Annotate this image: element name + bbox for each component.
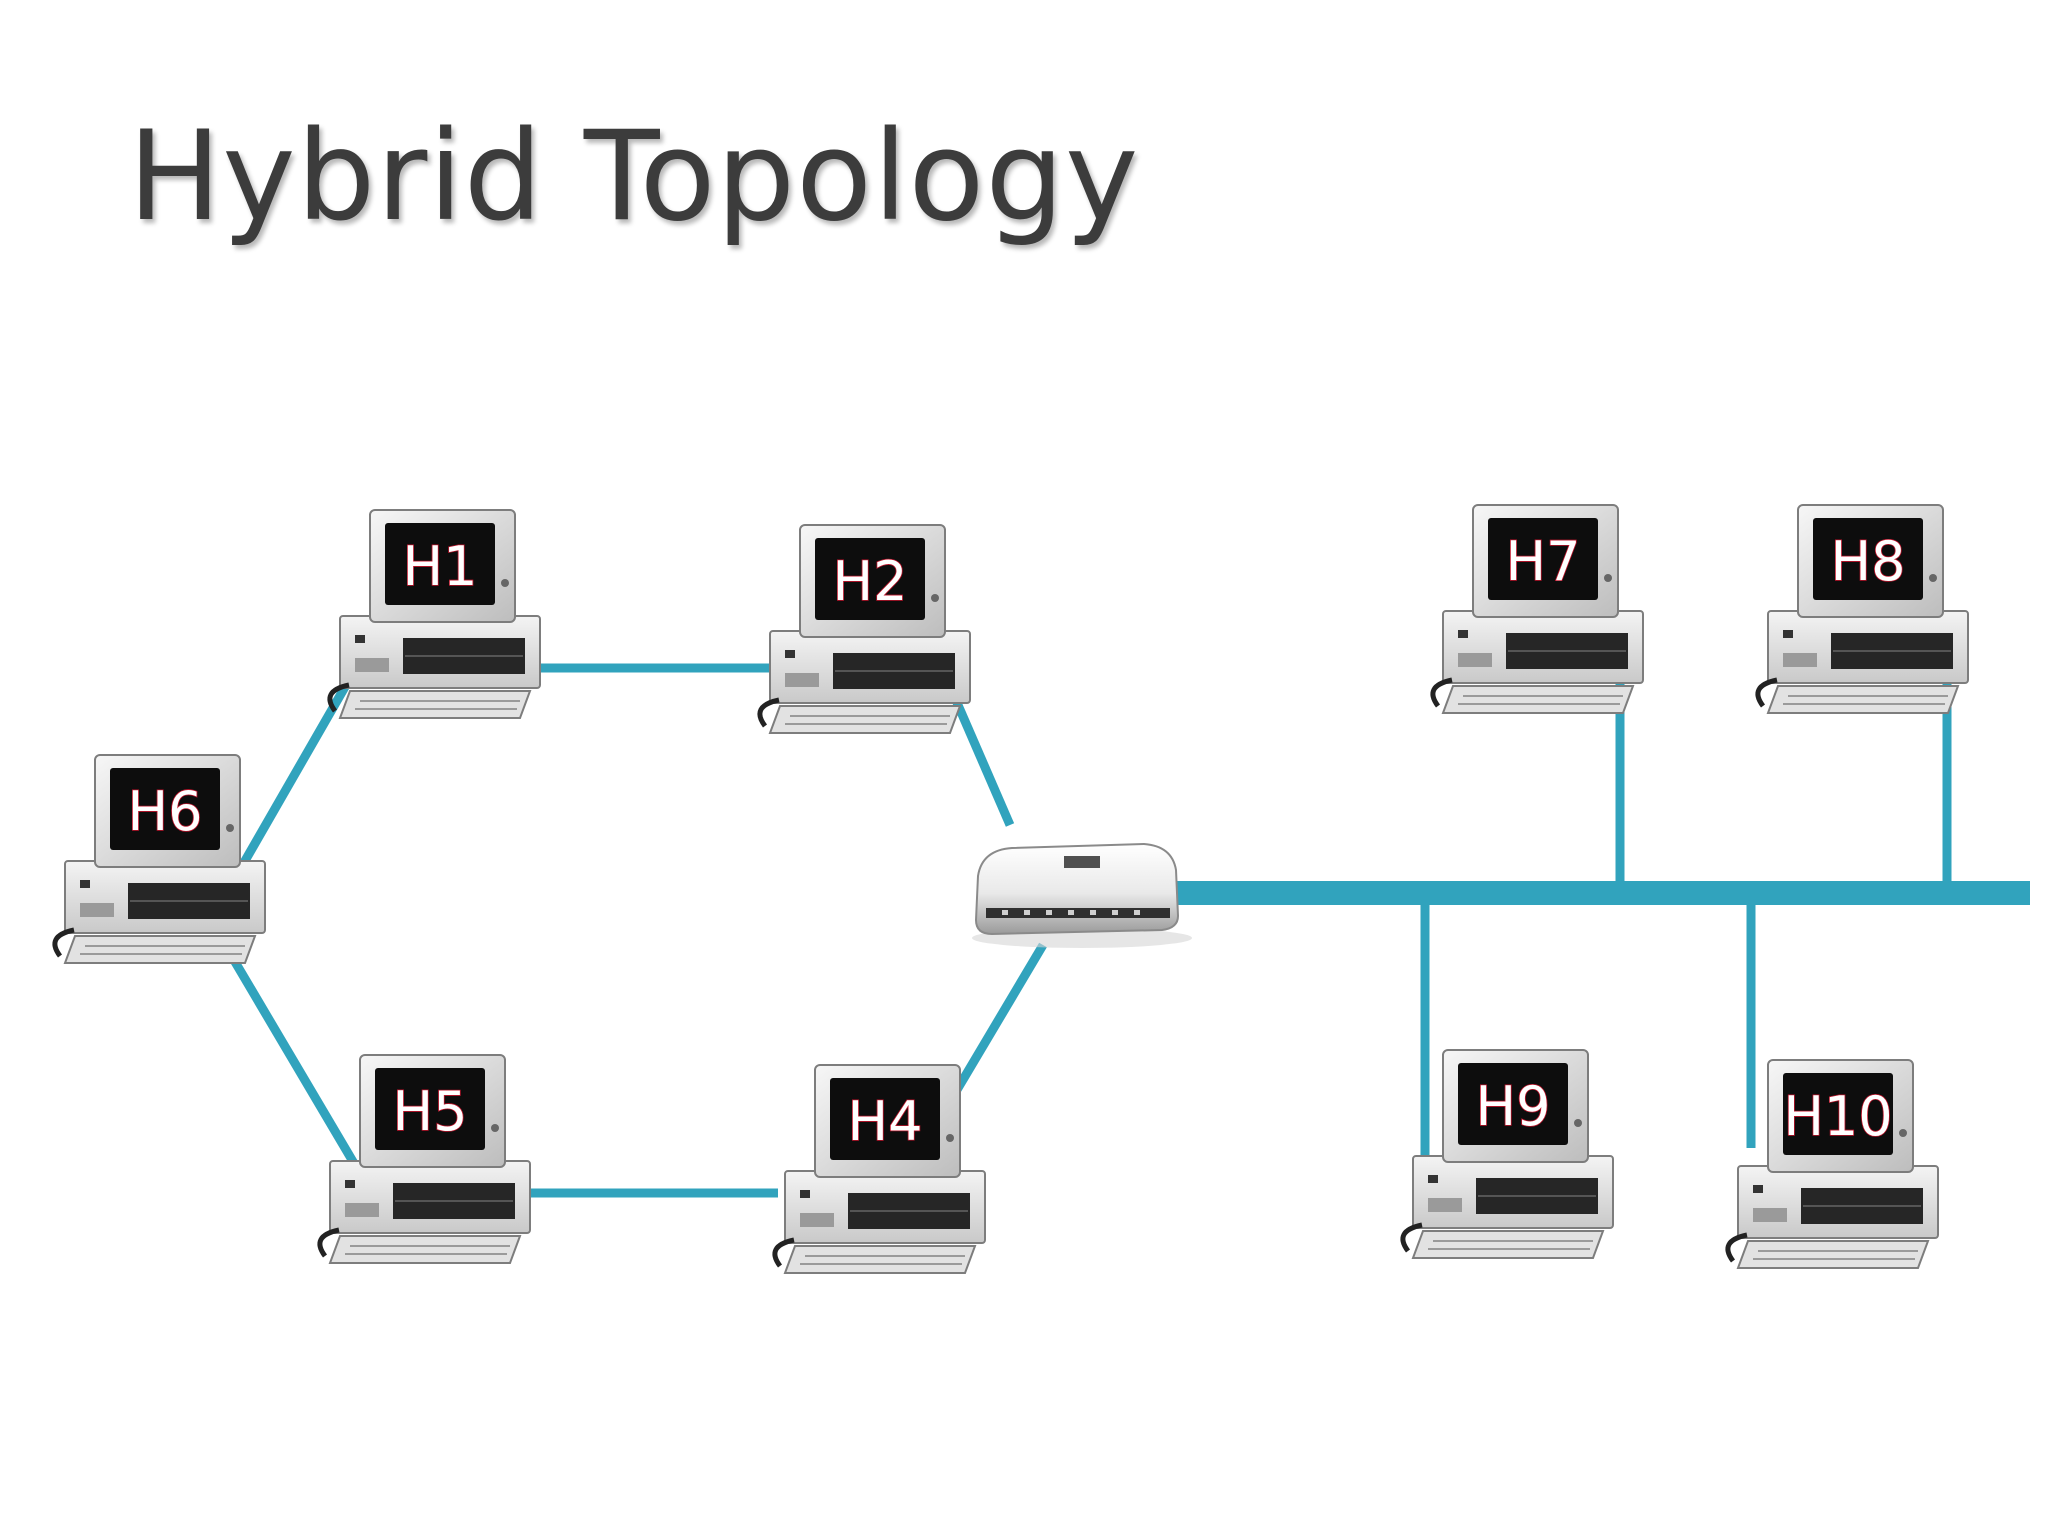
host-label: H10: [1783, 1085, 1892, 1148]
page-title: Hybrid Topology: [128, 105, 1140, 249]
desktop-computer-icon: [772, 1064, 986, 1274]
host-H8: H8: [1755, 504, 1969, 714]
desktop-computer-icon: [327, 509, 541, 719]
desktop-computer-icon: [317, 1054, 531, 1264]
host-H10: H10: [1725, 1059, 1939, 1269]
host-H1: H1: [327, 509, 541, 719]
host-label: H9: [1476, 1075, 1551, 1138]
host-H5: H5: [317, 1054, 531, 1264]
host-label: H1: [403, 535, 478, 598]
host-label: H2: [833, 550, 908, 613]
host-H7: H7: [1430, 504, 1644, 714]
desktop-computer-icon: [52, 754, 266, 964]
desktop-computer-icon: [757, 524, 971, 734]
desktop-computer-icon: [1725, 1059, 1939, 1269]
host-H2: H2: [757, 524, 971, 734]
network-hub-icon: [972, 842, 1192, 948]
link-H5-H6: [224, 947, 359, 1168]
desktop-computer-icon: [1755, 504, 1969, 714]
host-H9: H9: [1400, 1049, 1614, 1259]
link-hub-H4: [941, 942, 1047, 1113]
host-H6: H6: [52, 754, 266, 964]
link-H6-H1: [234, 670, 357, 876]
host-label: H4: [848, 1090, 923, 1153]
host-label: H5: [393, 1080, 468, 1143]
desktop-computer-icon: [1430, 504, 1644, 714]
host-label: H6: [128, 780, 203, 843]
host-label: H8: [1831, 530, 1906, 593]
desktop-computer-icon: [1400, 1049, 1614, 1259]
host-label: H7: [1506, 530, 1581, 593]
host-H4: H4: [772, 1064, 986, 1274]
